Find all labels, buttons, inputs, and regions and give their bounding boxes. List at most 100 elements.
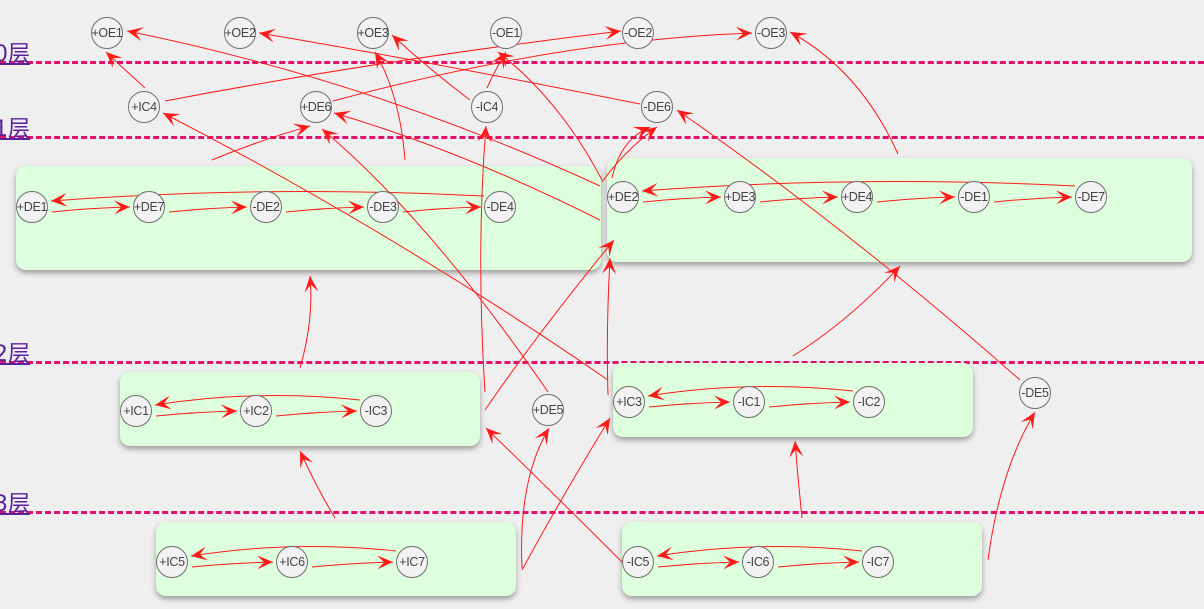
arrowhead-35 bbox=[477, 126, 492, 143]
edge-25 bbox=[126, 30, 601, 187]
edge-31 bbox=[789, 31, 899, 155]
node-label: -IC3 bbox=[364, 404, 388, 418]
arrowhead-41 bbox=[602, 258, 617, 275]
node-minus-oe2[interactable]: -OE2 bbox=[622, 17, 654, 49]
node-minus-de6[interactable]: -DE6 bbox=[641, 91, 673, 123]
node-label: -DE3 bbox=[369, 200, 397, 214]
node-label: -OE3 bbox=[757, 26, 785, 40]
arrowhead-6 bbox=[704, 190, 721, 205]
arrowhead-45 bbox=[300, 451, 314, 469]
arrowhead-15 bbox=[833, 395, 850, 410]
node-plusminus-ic1[interactable]: +IC1 bbox=[120, 395, 152, 427]
arrowhead-39 bbox=[632, 126, 650, 140]
node-plusminus-ic2[interactable]: +IC2 bbox=[240, 395, 272, 427]
node-minus-de2[interactable]: -DE2 bbox=[250, 191, 282, 223]
node-label: +IC2 bbox=[243, 404, 269, 418]
arrowhead-34 bbox=[163, 113, 181, 127]
node-minus-ic5[interactable]: -IC5 bbox=[622, 546, 654, 578]
layer-separator-l2 bbox=[0, 361, 1204, 364]
edge-40 bbox=[676, 109, 1021, 381]
node-plusminus-de6[interactable]: +DE6 bbox=[300, 91, 332, 123]
arrowhead-5 bbox=[51, 192, 68, 207]
arrowhead-13 bbox=[155, 395, 172, 410]
arrowhead-36 bbox=[322, 129, 339, 145]
node-minus-ic4[interactable]: -IC4 bbox=[471, 91, 503, 123]
arrowhead-14 bbox=[713, 395, 730, 410]
edge-49 bbox=[485, 427, 623, 563]
edge-29 bbox=[391, 34, 471, 101]
node-minus-ic1[interactable]: -IC1 bbox=[733, 386, 765, 418]
arrowhead-1 bbox=[113, 200, 130, 215]
node-minus-de1[interactable]: -DE1 bbox=[958, 181, 990, 213]
layer-separator-l0 bbox=[0, 61, 1204, 64]
node-label: -IC5 bbox=[626, 555, 650, 569]
node-label: +IC1 bbox=[123, 404, 149, 418]
node-plusminus-ic3[interactable]: +IC3 bbox=[613, 386, 645, 418]
node-plusminus-oe2[interactable]: +OE2 bbox=[224, 17, 256, 49]
edge-39 bbox=[611, 126, 651, 179]
node-plusminus-de7[interactable]: +DE7 bbox=[133, 191, 165, 223]
edge-32 bbox=[211, 125, 311, 161]
arrowhead-31 bbox=[790, 32, 808, 46]
edge-36 bbox=[321, 128, 549, 393]
node-plusminus-ic5[interactable]: +IC5 bbox=[156, 546, 188, 578]
node-minus-de7[interactable]: -DE7 bbox=[1075, 181, 1107, 213]
node-plusminus-ic6[interactable]: +IC6 bbox=[276, 546, 308, 578]
node-label: +DE3 bbox=[724, 190, 756, 204]
node-plusminus-ic7[interactable]: +IC7 bbox=[396, 546, 428, 578]
node-plusminus-oe1[interactable]: +OE1 bbox=[91, 17, 123, 49]
arrowhead-16 bbox=[648, 386, 665, 401]
node-label: +IC6 bbox=[279, 555, 305, 569]
layer-label-l3: 3层 bbox=[0, 492, 30, 517]
node-label: -IC6 bbox=[746, 555, 770, 569]
arrowhead-19 bbox=[191, 546, 208, 561]
layer-label-l0: 0层 bbox=[0, 42, 30, 67]
node-minus-de4[interactable]: -DE4 bbox=[484, 191, 516, 223]
arrowhead-20 bbox=[722, 555, 739, 570]
node-plusminus-de1[interactable]: +DE1 bbox=[16, 191, 48, 223]
edge-41 bbox=[606, 257, 611, 396]
edge-48 bbox=[521, 417, 611, 571]
arrowhead-24 bbox=[604, 25, 621, 40]
node-plusminus-de2[interactable]: +DE2 bbox=[607, 181, 639, 213]
node-minus-oe1[interactable]: -OE1 bbox=[490, 17, 522, 49]
node-group-ic-bl[interactable] bbox=[156, 522, 516, 596]
edge-27 bbox=[332, 32, 753, 102]
node-minus-de3[interactable]: -DE3 bbox=[367, 191, 399, 223]
layer-label-l1: 1层 bbox=[0, 117, 30, 142]
node-label: +IC4 bbox=[131, 100, 157, 114]
edge-35 bbox=[480, 125, 487, 393]
node-plusminus-ic4[interactable]: +IC4 bbox=[128, 91, 160, 123]
node-minus-oe3[interactable]: -OE3 bbox=[755, 17, 787, 49]
arrowhead-43 bbox=[304, 276, 319, 293]
edge-34 bbox=[162, 112, 609, 381]
arrowhead-10 bbox=[642, 182, 659, 197]
node-label: -DE4 bbox=[486, 200, 514, 214]
node-group-ic-right[interactable] bbox=[613, 363, 973, 437]
node-label: -IC4 bbox=[475, 100, 499, 114]
node-plusminus-de3[interactable]: +DE3 bbox=[724, 181, 756, 213]
arrowhead-25 bbox=[127, 27, 145, 42]
node-label: -DE6 bbox=[643, 100, 671, 114]
node-plusminus-de5[interactable]: +DE5 bbox=[532, 394, 564, 426]
node-minus-de5[interactable]: -DE5 bbox=[1019, 377, 1051, 409]
node-minus-ic6[interactable]: -IC6 bbox=[742, 546, 774, 578]
node-plusminus-de4[interactable]: +DE4 bbox=[841, 181, 873, 213]
node-label: +DE5 bbox=[532, 403, 564, 417]
arrowhead-8 bbox=[938, 190, 955, 205]
arrowhead-23 bbox=[106, 52, 123, 69]
edge-37 bbox=[497, 51, 603, 181]
node-minus-ic3[interactable]: -IC3 bbox=[360, 395, 392, 427]
arrowhead-26 bbox=[259, 28, 276, 43]
arrowhead-11 bbox=[220, 404, 237, 419]
layer-separator-l3 bbox=[0, 511, 1204, 514]
node-group-ic-br[interactable] bbox=[622, 522, 982, 596]
node-minus-ic2[interactable]: -IC2 bbox=[853, 386, 885, 418]
node-plusminus-oe3[interactable]: +OE3 bbox=[357, 17, 389, 49]
node-label: +DE6 bbox=[300, 100, 332, 114]
node-minus-ic7[interactable]: -IC7 bbox=[862, 546, 894, 578]
node-label: -IC7 bbox=[866, 555, 890, 569]
node-label: +OE1 bbox=[91, 26, 123, 40]
arrowhead-47 bbox=[534, 428, 549, 446]
node-group-ic-left[interactable] bbox=[120, 372, 480, 446]
